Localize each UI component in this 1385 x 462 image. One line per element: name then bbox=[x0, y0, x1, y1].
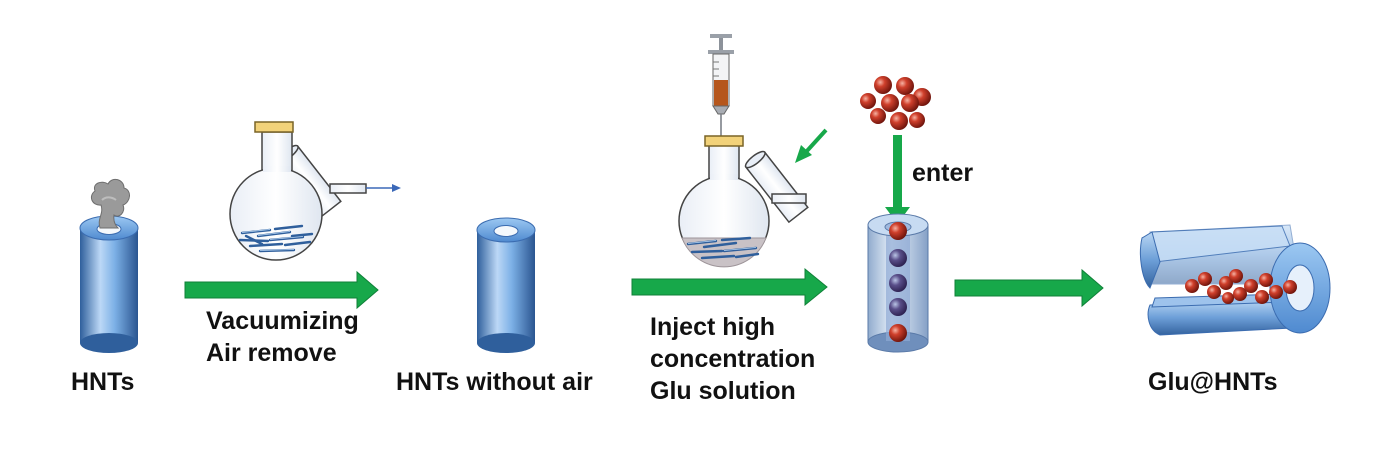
flask-icon bbox=[678, 135, 809, 268]
hnt-tube-without-air bbox=[476, 217, 536, 353]
hnt-tube-filling bbox=[867, 213, 929, 353]
smoke-icon bbox=[90, 178, 130, 229]
process-arrow-3 bbox=[954, 268, 1104, 308]
label-vacuumizing: Vacuumizing bbox=[206, 307, 359, 335]
glu-hnt-product bbox=[1139, 224, 1331, 336]
label-hnts: HNTs bbox=[71, 368, 135, 396]
vacuum-arrow-icon bbox=[366, 184, 401, 192]
label-concentration: concentration bbox=[650, 345, 816, 373]
label-air-remove: Air remove bbox=[206, 339, 337, 367]
label-enter: enter bbox=[912, 159, 974, 187]
process-arrow-1 bbox=[184, 270, 379, 310]
label-inject-high: Inject high bbox=[650, 313, 775, 341]
label-glu-solution: Glu solution bbox=[650, 377, 796, 405]
syringe-icon bbox=[708, 34, 734, 136]
injection-arrow-icon bbox=[795, 128, 828, 163]
enter-arrow bbox=[885, 135, 910, 224]
hnt-tube-with-air bbox=[79, 178, 139, 353]
label-glu-hnts: Glu@HNTs bbox=[1148, 368, 1278, 396]
particles-icon bbox=[860, 76, 931, 130]
label-hnts-without-air: HNTs without air bbox=[396, 368, 593, 396]
process-arrow-2 bbox=[631, 267, 828, 307]
flask-icon bbox=[229, 121, 367, 261]
